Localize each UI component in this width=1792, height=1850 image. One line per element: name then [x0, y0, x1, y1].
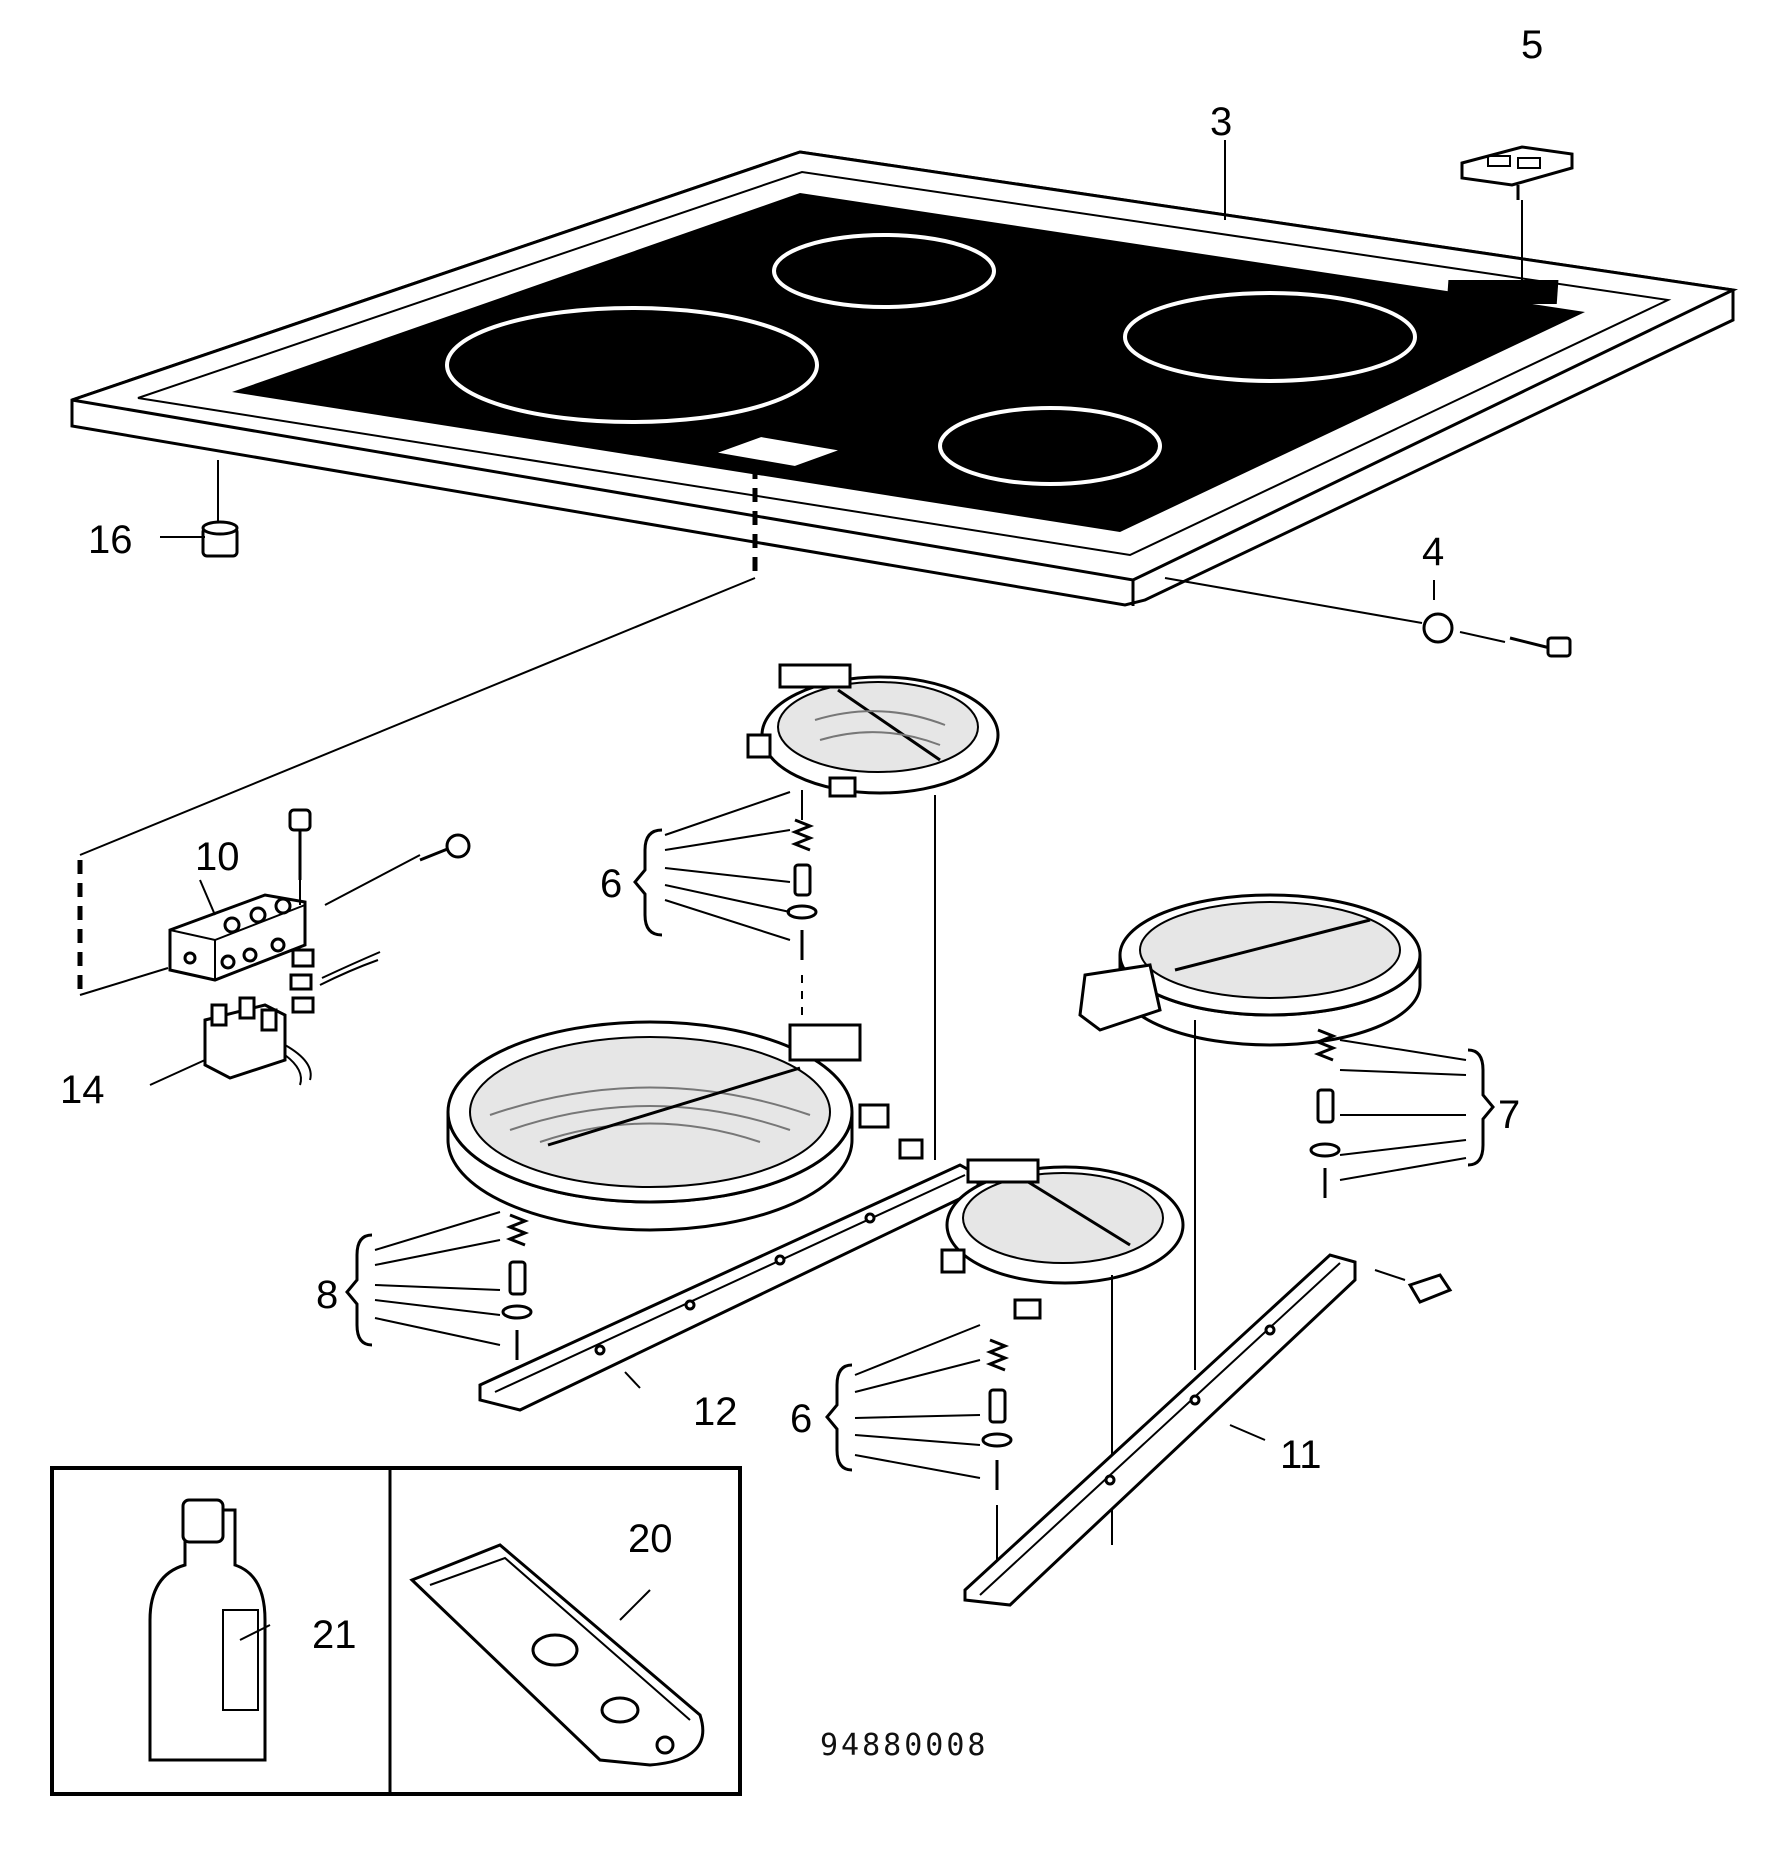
glass-ceramic-hob-top: [70, 150, 1739, 607]
callout-number: 5: [1521, 23, 1543, 67]
cleaning-agent-bottle: [148, 1498, 267, 1762]
radiant-heating-element-small: [746, 663, 1000, 1160]
fixing-bracket-with-screw: [1164, 577, 1572, 658]
cooking-zone-outline: [772, 233, 996, 309]
callout-number: 6: [790, 1397, 812, 1441]
terminal-block-bracket: [168, 893, 307, 982]
terminal-screws: [288, 808, 471, 1014]
cooking-zone-outline: [445, 306, 819, 424]
support-rail: [963, 1253, 1357, 1607]
cooking-zone-outline: [1123, 291, 1417, 383]
accessories-inset: [50, 1466, 742, 1796]
callout-brace: [633, 828, 663, 937]
spring-and-screw-set: [664, 790, 818, 1020]
callout-brace: [825, 1363, 853, 1472]
callout-number: 7: [1498, 1093, 1520, 1137]
black-glass-panel: [232, 193, 1585, 532]
mains-connector-block: [149, 996, 312, 1086]
callout-brace: [1467, 1048, 1495, 1167]
callout-number: 16: [88, 518, 133, 562]
callout-number: 3: [1210, 100, 1232, 144]
callout-number: 10: [195, 835, 240, 879]
spring-and-screw-set: [854, 1324, 1013, 1560]
callout-number: 4: [1422, 530, 1444, 574]
glass-scraper-tool: [409, 1543, 705, 1767]
radiant-heating-element-small: [940, 1158, 1185, 1545]
callout-number: 21: [312, 1613, 357, 1657]
drawing-number: 94880008: [820, 1728, 989, 1763]
assembly-guide-line: [79, 967, 169, 996]
radiant-heating-element-large: [446, 1020, 924, 1232]
bumper-foot: [201, 460, 239, 558]
control-display-window: [1446, 280, 1559, 304]
callout-number: 14: [60, 1068, 105, 1112]
callout-number: 6: [600, 862, 622, 906]
spring-and-screw-set: [1309, 1028, 1467, 1198]
callout-number: 12: [693, 1390, 738, 1434]
callout-leaders: [160, 140, 1435, 1641]
assembly-guide-line: [79, 577, 756, 856]
callout-brace: [345, 1233, 373, 1347]
callout-number: 11: [1280, 1433, 1322, 1477]
callout-number: 20: [628, 1517, 673, 1561]
rail-clip: [1374, 1269, 1453, 1304]
callout-number: 8: [316, 1273, 338, 1317]
radiant-heating-element-medium: [1078, 893, 1422, 1370]
indicator-lamp-holder: [1460, 145, 1574, 280]
spring-and-screw-set: [374, 1211, 533, 1360]
cooking-zone-outline: [938, 406, 1162, 486]
